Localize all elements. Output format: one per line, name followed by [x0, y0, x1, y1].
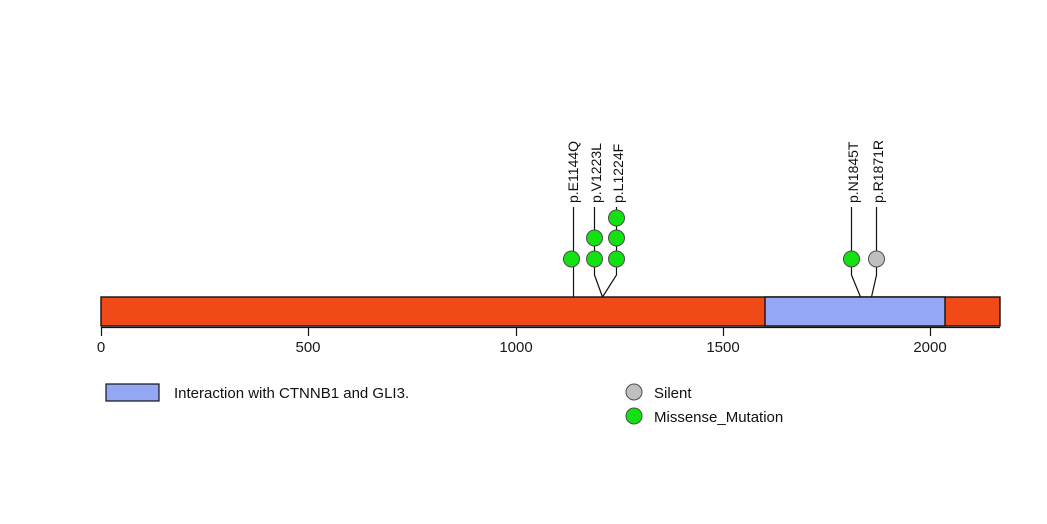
legend-domain-swatch: [105, 383, 160, 402]
axis-tick-label-1000: 1000: [499, 339, 532, 356]
legend-mutation-missense[interactable]: Missense_Mutation: [625, 407, 783, 426]
mutation-label: p.V1223L: [588, 143, 604, 203]
mutation-dot[interactable]: [608, 209, 625, 227]
mutation-dot[interactable]: [586, 250, 603, 268]
legend-silent-dot: [625, 383, 643, 401]
legend-silent-label: Silent: [654, 385, 692, 402]
mutation-label: p.N1845T: [845, 141, 861, 203]
mutation-dot[interactable]: [586, 229, 603, 247]
mutation-dot[interactable]: [843, 250, 860, 268]
lollipop-stem: [870, 207, 878, 298]
lollipop-p-E1144Q[interactable]: p.E1144Q: [563, 141, 582, 297]
legend-mutation-silent[interactable]: Silent: [625, 383, 692, 402]
mutation-label: p.L1224F: [610, 144, 626, 203]
mutation-label: p.R1871R: [870, 140, 886, 203]
axis-tick-label-500: 500: [295, 339, 320, 356]
axis-tick-label-2000: 2000: [913, 339, 946, 356]
legend-domain[interactable]: Interaction with CTNNB1 and GLI3.: [105, 383, 409, 402]
legend-missense-dot: [625, 407, 643, 425]
mutation-dot[interactable]: [608, 229, 625, 247]
lollipop-p-V1223L[interactable]: p.V1223L: [586, 143, 605, 298]
axis-tick-label-0: 0: [97, 339, 105, 356]
mutation-dot[interactable]: [868, 250, 885, 268]
axis-tick-label-1500: 1500: [706, 339, 739, 356]
lollipop-p-R1871R[interactable]: p.R1871R: [868, 140, 887, 298]
mutation-dot[interactable]: [563, 250, 580, 268]
lollipop-p-N1845T[interactable]: p.N1845T: [843, 141, 862, 298]
legend-missense-label: Missense_Mutation: [654, 409, 783, 426]
mutation-dot[interactable]: [608, 250, 625, 268]
lollipop-p-L1224F[interactable]: p.L1224F: [601, 144, 627, 298]
domain-interaction-ctnnb1-gli3[interactable]: [764, 296, 946, 327]
mutation-label: p.E1144Q: [565, 141, 581, 203]
lollipop-stem: [850, 207, 862, 298]
legend-domain-label: Interaction with CTNNB1 and GLI3.: [174, 385, 409, 402]
